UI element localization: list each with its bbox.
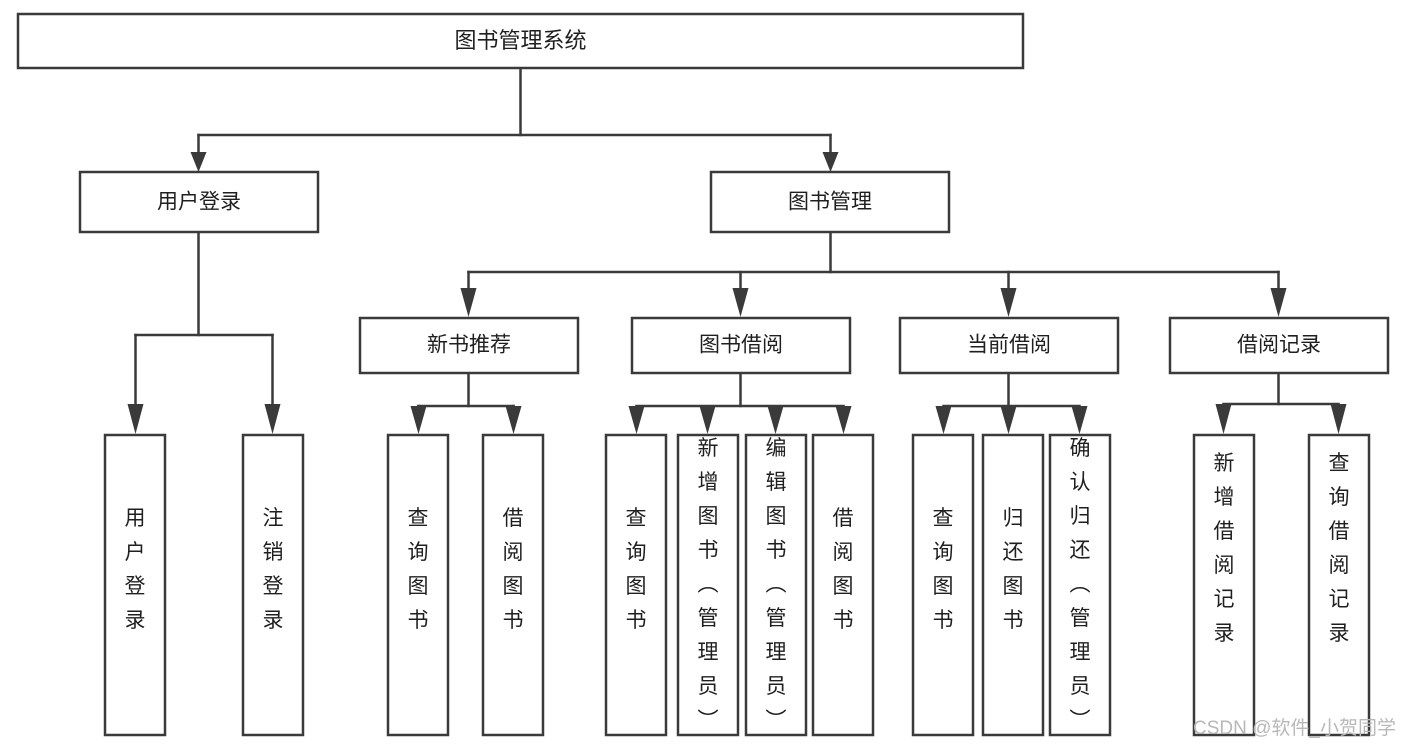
- connector-layer: [127, 66, 1347, 434]
- leaf-current-borrow-2-box: [981, 433, 1045, 737]
- node-book-borrow-label: 图书借阅: [699, 334, 783, 357]
- leaf-current-borrow-2[interactable]: 归还图书: [981, 433, 1045, 737]
- node-book-management-box: [709, 170, 951, 234]
- node-current-borrow[interactable]: 当前借阅: [898, 316, 1120, 375]
- leaf-new-book-2-label: 借阅图书: [503, 507, 524, 632]
- node-book-borrow[interactable]: 图书借阅: [630, 316, 852, 375]
- leaf-user-login-1-box: [103, 433, 167, 737]
- leaf-book-borrow-2-box: [676, 433, 740, 737]
- leaf-book-borrow-3-box: [744, 433, 808, 737]
- node-user-login-box: [78, 170, 320, 234]
- node-current-borrow-box: [898, 316, 1120, 375]
- leaf-current-borrow-1[interactable]: 查询图书: [911, 433, 975, 737]
- arrow-head-userlogin-2: [264, 404, 281, 434]
- leaf-user-login-2-box: [241, 433, 305, 737]
- arrow-head-borrow-3: [767, 406, 784, 434]
- arrow-head-userlogin-1: [127, 404, 144, 434]
- watermark-label: CSDN @软件_小贺同学: [1193, 717, 1396, 739]
- node-book-management[interactable]: 图书管理: [709, 170, 951, 234]
- leaf-user-login-1-label: 用户登录: [125, 507, 146, 632]
- leaf-book-borrow-1-box: [604, 433, 668, 737]
- arrow-head-current-3: [1071, 406, 1088, 434]
- leaf-new-book-2-box: [481, 433, 545, 737]
- leaf-current-borrow-1-label: 查询图书: [933, 507, 954, 632]
- leaf-current-borrow-3[interactable]: 确认归还︵管理员︶: [1048, 433, 1112, 737]
- node-new-book-recommend-box: [358, 316, 580, 375]
- leaf-book-borrow-2-label: 新增图书︵管理员︶: [698, 437, 719, 732]
- leaf-book-borrow-4-label: 借阅图书: [833, 507, 854, 632]
- arrow-head-level3-4: [1270, 288, 1287, 317]
- arrow-head-borrow-1: [628, 406, 645, 434]
- leaf-current-borrow-3-label: 确认归还︵管理员︶: [1070, 437, 1091, 732]
- leaf-book-borrow-3[interactable]: 编辑图书︵管理员︶: [744, 433, 808, 737]
- leaf-book-borrow-2[interactable]: 新增图书︵管理员︶: [676, 433, 740, 737]
- arrow-head-newbook-2: [505, 406, 522, 434]
- leaf-borrow-record-1[interactable]: 新增借阅记录: [1192, 433, 1256, 737]
- leaf-borrow-record-2-box: [1307, 433, 1371, 737]
- node-root-label: 图书管理系统: [454, 28, 586, 53]
- arrow-head-borrow-2: [699, 406, 716, 434]
- arrow-head-current-1: [935, 406, 952, 434]
- leaf-book-borrow-3-label: 编辑图书︵管理员︶: [766, 437, 787, 732]
- arrow-head-level3-3: [1000, 288, 1017, 317]
- arrow-head-level2-2: [822, 152, 839, 172]
- arrow-head-borrow-4: [835, 406, 852, 434]
- node-new-book-recommend-label: 新书推荐: [427, 334, 511, 357]
- leaf-current-borrow-2-label: 归还图书: [1003, 507, 1024, 632]
- arrow-head-current-2: [1000, 406, 1017, 434]
- node-book-management-label: 图书管理: [788, 191, 872, 214]
- leaf-book-borrow-4-box: [811, 433, 875, 737]
- leaf-new-book-1-label: 查询图书: [408, 507, 429, 632]
- leaf-borrow-record-2-label: 查询借阅记录: [1329, 452, 1350, 645]
- node-borrow-record-label: 借阅记录: [1237, 334, 1321, 357]
- leaf-user-login-2-label: 注销登录: [263, 507, 284, 632]
- node-current-borrow-label: 当前借阅: [967, 334, 1051, 357]
- leaf-user-login-2[interactable]: 注销登录: [241, 433, 305, 737]
- arrow-head-newbook-1: [410, 406, 427, 434]
- leaf-current-borrow-1-box: [911, 433, 975, 737]
- node-root-box: [16, 12, 1025, 70]
- node-new-book-recommend[interactable]: 新书推荐: [358, 316, 580, 375]
- node-book-borrow-box: [630, 316, 852, 375]
- node-root[interactable]: 图书管理系统: [16, 12, 1025, 70]
- leaf-borrow-record-1-label: 新增借阅记录: [1214, 452, 1235, 645]
- arrow-head-level3-2: [732, 288, 749, 317]
- leaf-book-borrow-1-label: 查询图书: [626, 507, 647, 632]
- node-user-login-label: 用户登录: [157, 191, 241, 214]
- node-user-login[interactable]: 用户登录: [78, 170, 320, 234]
- arrow-head-record-2: [1330, 404, 1347, 434]
- node-borrow-record[interactable]: 借阅记录: [1168, 316, 1390, 375]
- arrow-head-level3-1: [460, 288, 477, 317]
- leaf-current-borrow-3-box: [1048, 433, 1112, 737]
- node-borrow-record-box: [1168, 316, 1390, 375]
- leaf-new-book-2[interactable]: 借阅图书: [481, 433, 545, 737]
- leaf-new-book-1[interactable]: 查询图书: [386, 433, 450, 737]
- arrow-head-level2-1: [190, 152, 207, 172]
- leaf-borrow-record-1-box: [1192, 433, 1256, 737]
- leaf-book-borrow-4[interactable]: 借阅图书: [811, 433, 875, 737]
- arrow-head-record-1: [1215, 404, 1232, 434]
- leaf-user-login-1[interactable]: 用户登录: [103, 433, 167, 737]
- leaf-book-borrow-1[interactable]: 查询图书: [604, 433, 668, 737]
- leaf-borrow-record-2[interactable]: 查询借阅记录: [1307, 433, 1371, 737]
- leaf-new-book-1-box: [386, 433, 450, 737]
